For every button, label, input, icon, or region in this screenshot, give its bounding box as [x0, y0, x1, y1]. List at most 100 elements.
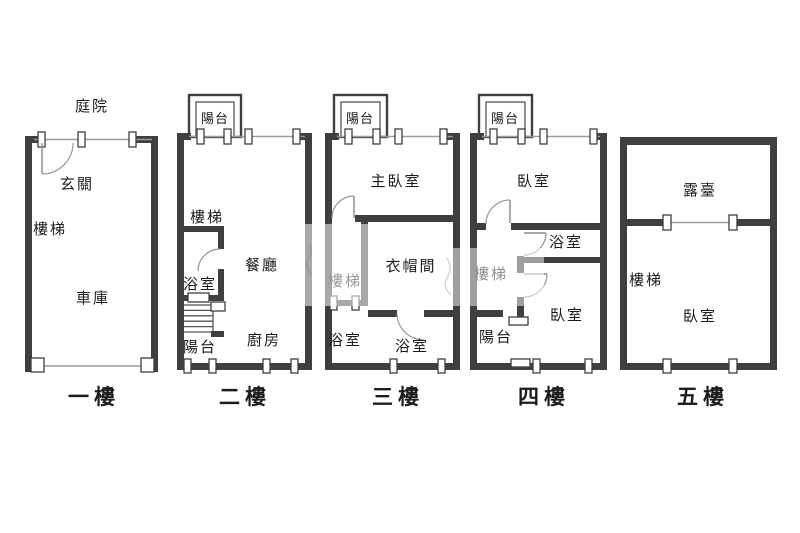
window-tick	[532, 358, 541, 374]
wall-stub	[211, 331, 224, 337]
room-label-bathroom: 浴室	[549, 233, 583, 251]
room-label-balcony-front: 陽台	[346, 112, 374, 127]
bathroom-top-wall	[184, 226, 224, 232]
room-label-stairs: 樓梯	[33, 220, 67, 238]
window-tick	[262, 358, 271, 374]
window-tick	[589, 128, 598, 145]
wall-top-corner	[25, 136, 40, 143]
stair-column-wall	[517, 297, 524, 318]
room-label-kitchen: 廚房	[247, 331, 281, 349]
watermark-wash	[284, 224, 376, 306]
window-tick	[539, 128, 548, 145]
window-tick	[394, 128, 403, 145]
window-tick	[728, 358, 738, 374]
window-tick	[728, 214, 738, 231]
window-tick	[183, 358, 192, 374]
wall-bottom	[177, 363, 312, 370]
gate-post	[30, 357, 45, 373]
wall-top-corner	[470, 133, 484, 140]
room-label-bedroom: 臥室	[683, 307, 717, 325]
stair-landing-marker	[210, 301, 226, 312]
wall-top-corner	[177, 133, 191, 140]
window-tick	[489, 128, 498, 145]
floor-label-3: 三樓	[372, 385, 424, 409]
wall-top-corner	[299, 133, 312, 140]
floor-label-5: 五樓	[677, 385, 729, 409]
bathroom-bottom-wall	[524, 257, 607, 263]
window-tick	[344, 128, 353, 145]
door-arc	[41, 142, 74, 175]
floor-3-plan: 陽台 主臥室 樓梯 衣帽間 浴室 浴室 三樓	[325, 93, 460, 409]
window-tick	[77, 131, 86, 148]
door-arc	[485, 199, 511, 225]
watermark-glyph-mark	[444, 257, 452, 296]
room-label-balcony-front: 陽台	[201, 112, 229, 127]
window-tick	[196, 128, 205, 145]
door-arc	[331, 195, 355, 219]
window-tick	[439, 128, 448, 145]
floor-label-1: 一樓	[68, 385, 120, 409]
window-tick	[128, 131, 137, 148]
floor-1-plan: 庭院 玄關 樓梯 車庫 一樓	[25, 97, 158, 409]
bathroom-right-wall	[218, 269, 224, 295]
window-tick	[244, 128, 253, 145]
room-label-garage: 車庫	[76, 289, 110, 307]
wall-left	[177, 133, 184, 370]
window-tick	[372, 128, 381, 145]
window-tick	[662, 358, 672, 374]
floor-label-2: 二樓	[219, 385, 271, 409]
bedroom-closet-wall	[355, 215, 453, 222]
floor-label-4: 四樓	[518, 385, 570, 409]
room-label-stairs: 樓梯	[190, 208, 224, 226]
wall-top-corner	[325, 133, 339, 140]
window-tick	[290, 358, 299, 374]
closet-bottom-wall	[368, 310, 397, 317]
wall-bottom	[620, 363, 777, 370]
room-label-stairs: 樓梯	[629, 271, 663, 289]
cross-wall	[511, 223, 607, 230]
sliding-door-marker	[510, 358, 531, 368]
window-tick	[208, 358, 217, 374]
door-arc	[396, 312, 425, 341]
wall-right	[770, 137, 777, 370]
window-tick	[187, 292, 210, 303]
window-tick	[223, 128, 232, 145]
wall-top	[620, 137, 777, 145]
watermark-glyph-mark	[305, 242, 312, 275]
window-tick	[662, 214, 672, 231]
bathroom-right-wall	[218, 232, 224, 249]
window-tick	[292, 128, 301, 145]
room-label-bedroom-front: 臥室	[517, 172, 551, 190]
wall-right	[600, 133, 607, 370]
terrace-divider-wall	[627, 219, 664, 226]
room-label-bathroom-right: 浴室	[395, 337, 429, 355]
window-tick	[584, 358, 593, 374]
cross-wall	[470, 223, 486, 230]
room-label-balcony-rear: 陽台	[183, 338, 217, 356]
terrace-divider-wall	[737, 219, 770, 226]
room-label-courtyard: 庭院	[75, 97, 109, 115]
wall-left	[620, 137, 627, 370]
room-label-bathroom: 浴室	[183, 275, 217, 293]
wall-right	[151, 136, 158, 372]
room-label-master-bedroom: 主臥室	[370, 172, 421, 190]
room-label-balcony-rear: 陽台	[479, 328, 513, 346]
room-label-bedroom-rear: 臥室	[550, 306, 584, 324]
room-label-roof-terrace: 露臺	[683, 181, 717, 199]
room-label-dining: 餐廳	[245, 256, 279, 274]
floor-2-plan: 陽台 樓梯 浴室 餐廳 廚房 陽台 二樓	[177, 93, 312, 409]
window-tick	[517, 128, 526, 145]
room-label-walk-in-closet: 衣帽間	[385, 257, 436, 275]
room-label-entry: 玄關	[60, 175, 94, 193]
gate-post	[140, 357, 155, 373]
room-label-balcony-front: 陽台	[491, 112, 519, 127]
watermark-overlay	[284, 224, 544, 306]
watermark-wash	[440, 248, 544, 306]
floor-5-plan: 露臺 樓梯 臥室 五樓	[620, 137, 777, 409]
wall-left	[25, 136, 32, 372]
window-tick	[389, 358, 398, 374]
door-arc	[197, 248, 221, 272]
window-tick	[437, 358, 446, 374]
